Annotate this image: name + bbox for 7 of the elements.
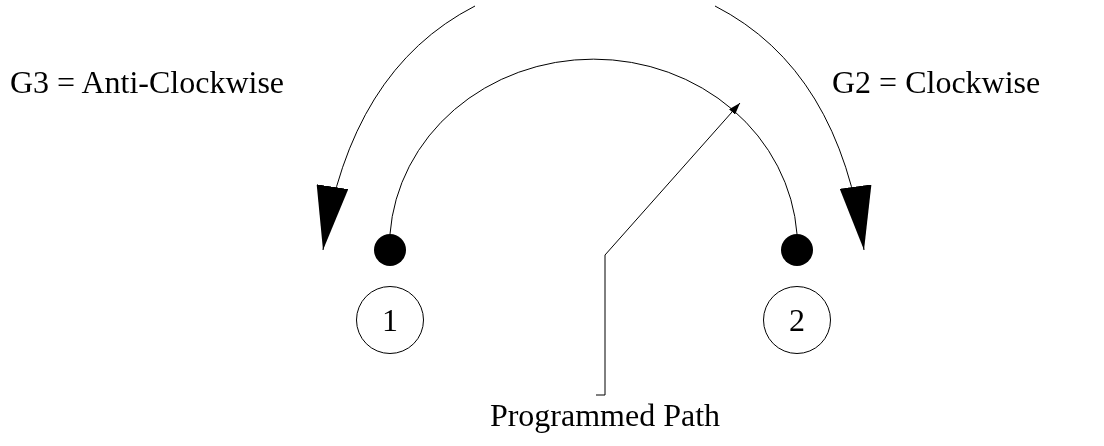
rotation-label: G2 = Clockwise bbox=[832, 64, 1041, 100]
rotation-label: G3 = Anti-Clockwise bbox=[10, 64, 285, 100]
leader-line bbox=[595, 102, 741, 396]
arc-path bbox=[389, 58, 798, 235]
path-label: Programmed Path bbox=[470, 395, 740, 435]
endpoint-dot bbox=[374, 234, 406, 266]
endpoint-dot bbox=[781, 234, 813, 266]
